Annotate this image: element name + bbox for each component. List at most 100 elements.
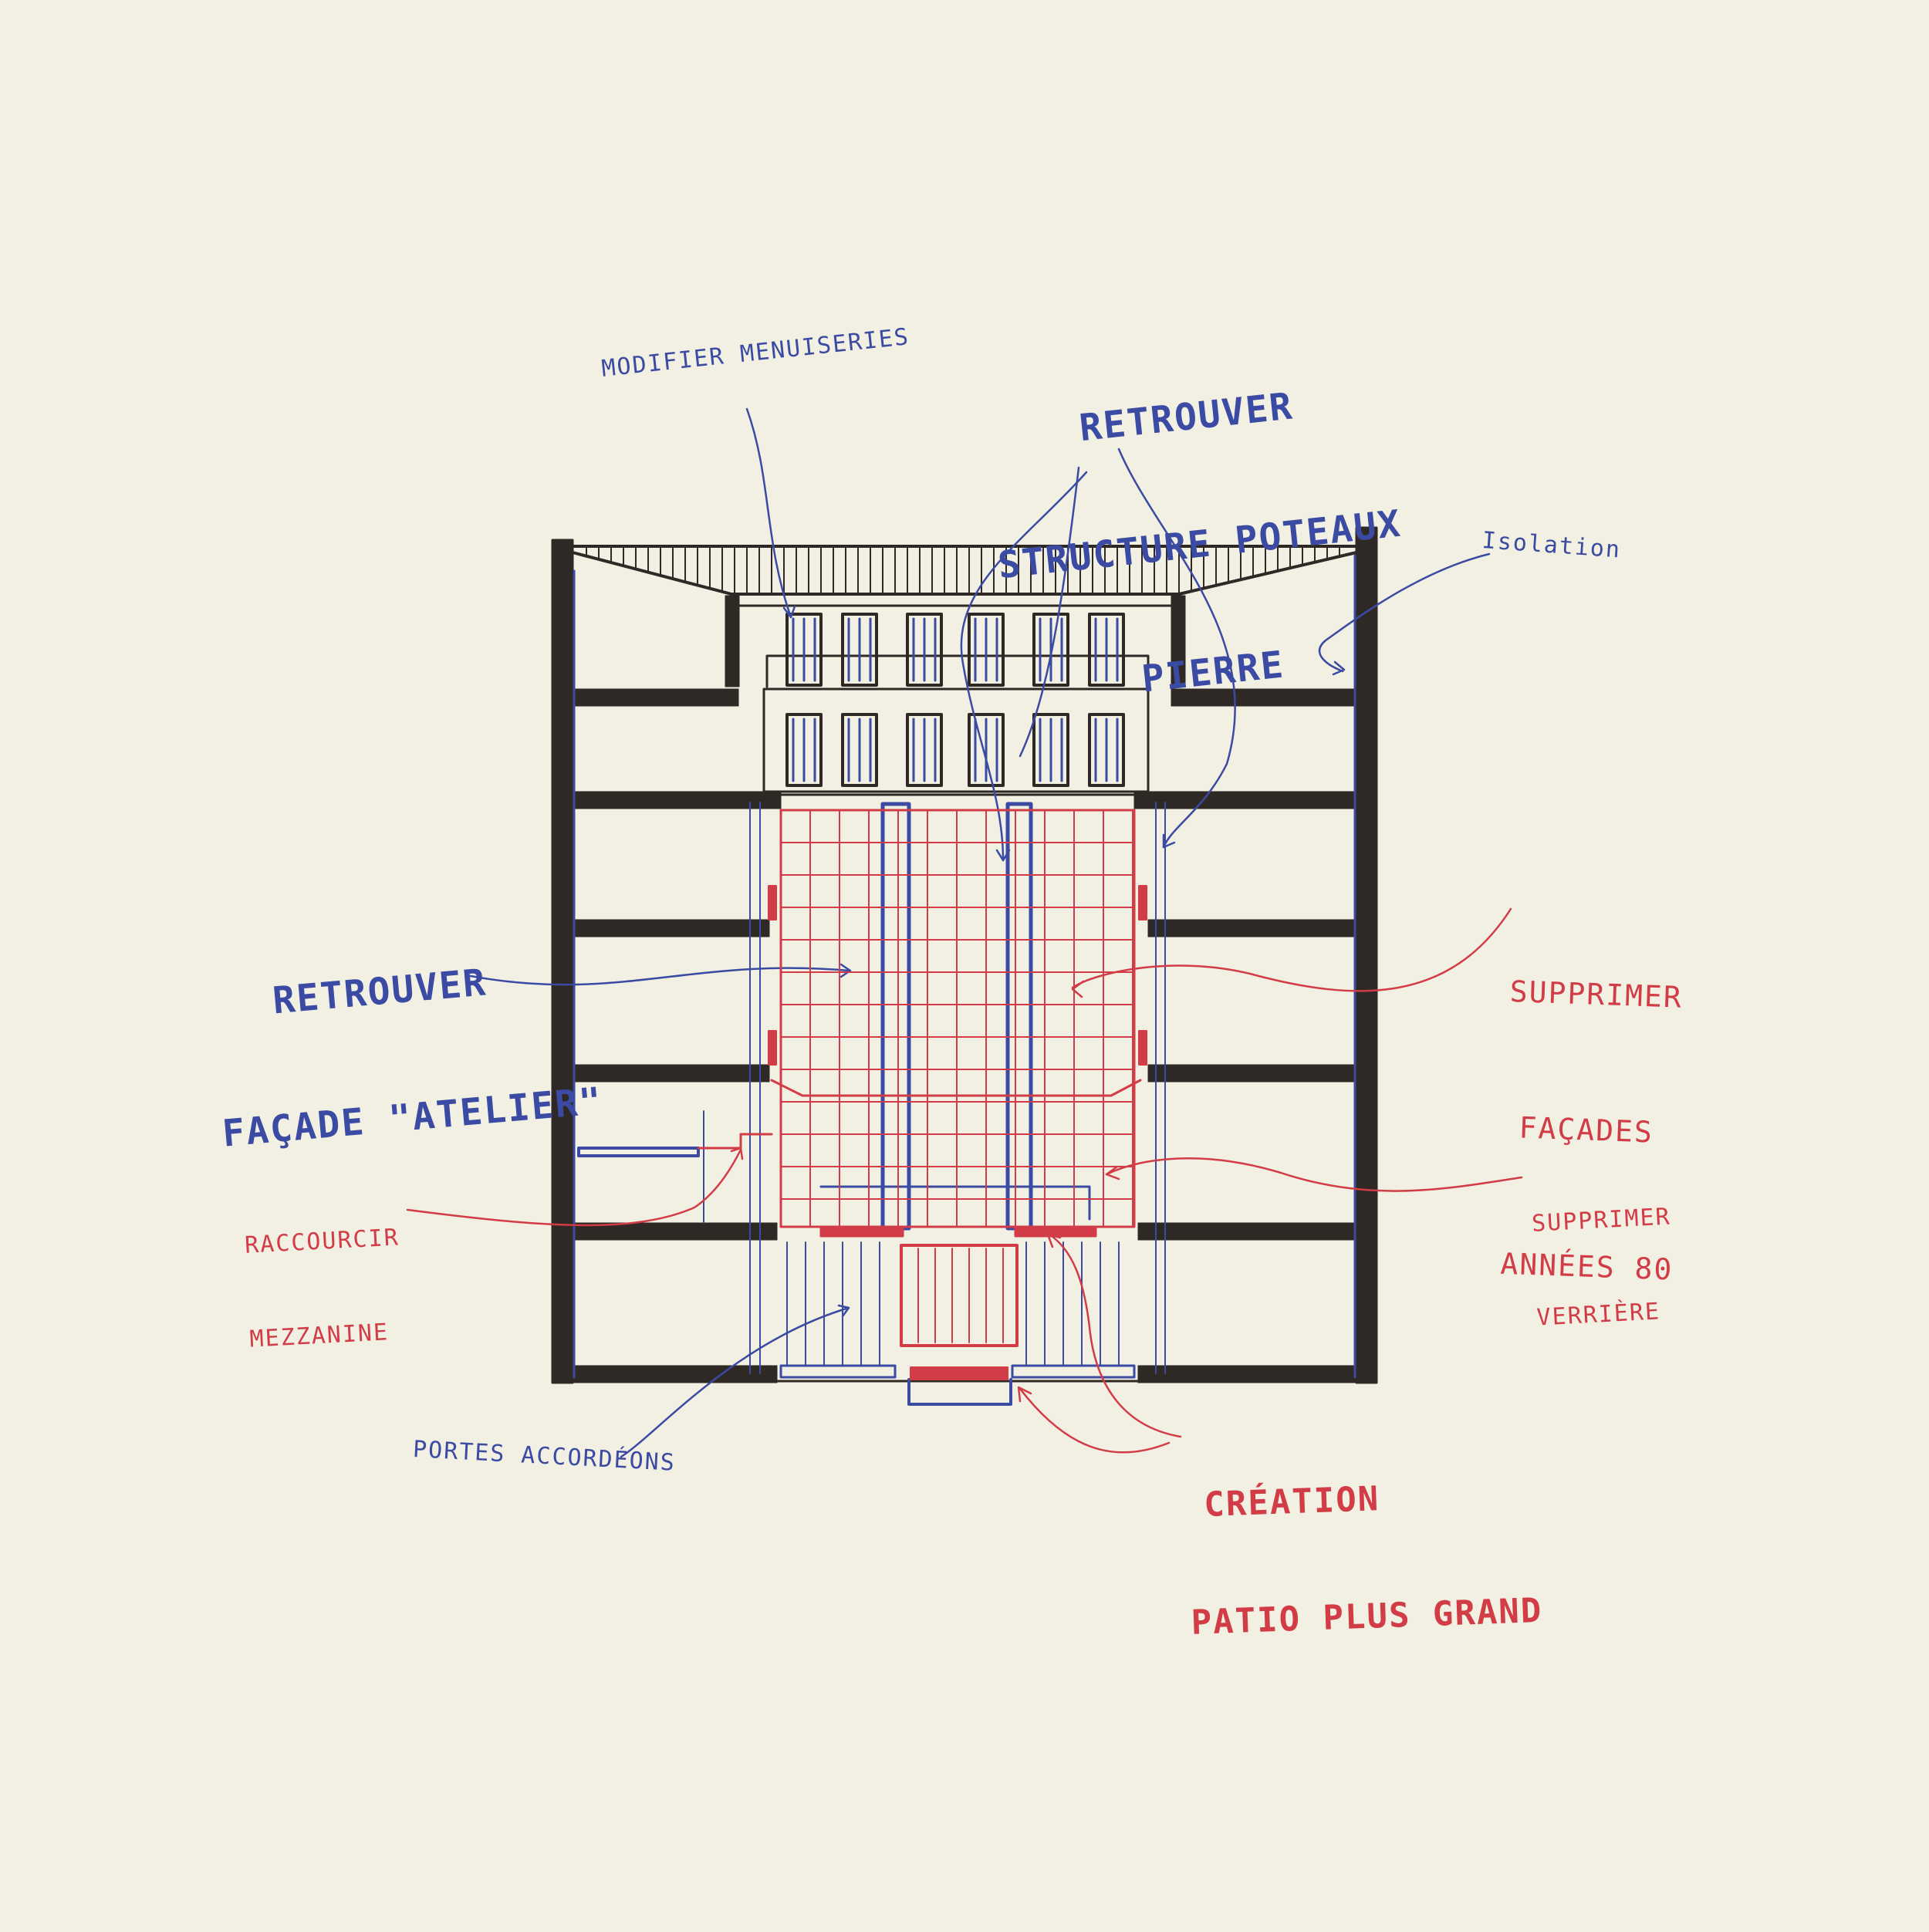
patio-red-slab — [819, 1225, 1097, 1238]
patio-bar-lines — [917, 1248, 1004, 1343]
roof-hatching — [586, 547, 1340, 595]
court-line-left-1 — [749, 802, 761, 1374]
arrow-structure-2-head — [1162, 833, 1176, 849]
window-frame — [906, 613, 943, 687]
dormer-post-right — [1171, 595, 1186, 687]
window-frame — [785, 713, 823, 787]
slab-l5 — [572, 1222, 778, 1241]
red-marker-r1 — [1138, 885, 1147, 920]
window-glazing — [912, 617, 937, 682]
balcony-rail — [765, 654, 1150, 688]
window-frame — [785, 613, 823, 687]
label-retrouver-structure-line2: Structure Poteaux — [995, 502, 1404, 588]
door-panels — [786, 1241, 1120, 1366]
upper-facade-outline — [762, 687, 1150, 793]
red-interventions — [406, 809, 1523, 1454]
stone-post-right — [1005, 802, 1033, 1231]
label-supprimer-facades-line1: Supprimer — [1509, 974, 1684, 1015]
grid-lines — [780, 809, 1135, 1228]
arrow-verriere-head — [1105, 1165, 1120, 1180]
red-marker-l2 — [768, 1030, 777, 1066]
arrow-menuiseries-head — [782, 605, 796, 619]
accordion-doors — [786, 1241, 1120, 1366]
arrow-structure-2 — [1117, 448, 1236, 849]
window-frame — [1088, 713, 1125, 787]
blue-interventions — [469, 407, 1491, 1458]
window-glazing — [1094, 718, 1119, 782]
window-glazing — [974, 718, 998, 782]
glass-canopy-blue — [819, 1185, 1091, 1221]
arrow-patio-2-head — [1017, 1386, 1032, 1403]
label-raccourcir-mezzanine: Raccourcir Mezzanine — [241, 1160, 408, 1418]
window-glazing — [847, 617, 872, 682]
red-marker-l1 — [768, 885, 777, 920]
label-creation-patio-line1: Création — [1203, 1479, 1381, 1525]
arrow-structure-3 — [1019, 466, 1080, 758]
arrow-patio-2 — [1019, 1387, 1171, 1454]
label-retrouver-facade-line2: Façade "Atelier" — [220, 1079, 605, 1156]
arrow-mezzanine-head — [730, 1147, 744, 1160]
window-frame — [841, 713, 878, 787]
roof-slope-left — [571, 551, 733, 596]
label-creation-patio-line2: Patio plus grand — [1190, 1590, 1544, 1643]
arrow-mezzanine — [406, 1148, 742, 1227]
window-frame — [968, 713, 1005, 787]
mezzanine-slab — [577, 1147, 700, 1157]
arrow-supprimer-facades — [1071, 907, 1512, 992]
label-supprimer-verriere-line2: Verrière — [1535, 1297, 1661, 1332]
mezzanine-red-end — [697, 1133, 773, 1150]
window-frame — [906, 713, 943, 787]
window-glazing — [1039, 617, 1063, 682]
window-frame — [1088, 613, 1125, 687]
label-supprimer-verriere-line1: Supprimer — [1531, 1203, 1672, 1238]
upper-windows — [785, 713, 1125, 787]
window-glazing — [1094, 617, 1119, 682]
window-glazing — [792, 718, 816, 782]
slab-r2 — [1133, 791, 1357, 809]
arrow-supprimer-facades-head — [1071, 980, 1085, 998]
slab-r6 — [1137, 1365, 1357, 1383]
label-retrouver-structure: Retrouver Structure Poteaux Pierre — [974, 291, 1426, 799]
label-retrouver-structure-line1: Retrouver — [1077, 384, 1296, 451]
slab-r4 — [1147, 1064, 1357, 1083]
label-raccourcir-mezzanine-line2: Mezzanine — [248, 1318, 390, 1353]
court-line-right-1 — [1155, 802, 1166, 1374]
arrow-atelier — [469, 967, 850, 986]
window-glazing — [1039, 718, 1063, 782]
arrow-verriere — [1105, 1157, 1523, 1192]
window-frame — [968, 613, 1005, 687]
window-glazing — [912, 718, 937, 782]
window-glazing — [847, 718, 872, 782]
dormer-post-left — [725, 595, 740, 687]
label-creation-patio: Création Patio plus grand — [1184, 1397, 1546, 1721]
label-retrouver-structure-line3: Pierre — [1140, 642, 1287, 701]
patio-step — [907, 1378, 1012, 1406]
patio-frame — [900, 1244, 1019, 1347]
verriere-outline — [770, 1079, 1142, 1097]
building-structure — [551, 526, 1378, 1384]
red-marker-r2 — [1138, 1030, 1147, 1066]
arrow-isolation-head — [1332, 660, 1346, 676]
arrow-structure-1-head — [995, 849, 1011, 862]
window-glazing — [792, 617, 816, 682]
eighties-facade-grid — [779, 809, 1136, 1228]
slab-r5 — [1137, 1222, 1357, 1241]
window-frame — [1032, 713, 1069, 787]
patio-floor — [910, 1366, 1008, 1380]
attic-windows — [785, 613, 1125, 687]
arrow-portes — [620, 1306, 850, 1458]
window-frame — [1032, 613, 1069, 687]
window-frame — [841, 613, 878, 687]
label-supprimer-verriere: Supprimer Verrière — [1528, 1140, 1680, 1397]
slab-l2 — [572, 791, 782, 809]
window-glazing — [974, 617, 998, 682]
slab-r3 — [1147, 919, 1357, 937]
left-wall — [551, 539, 574, 1384]
arrow-atelier-head — [840, 963, 852, 978]
right-wall — [1355, 526, 1378, 1384]
ground-slab-blue — [779, 1364, 1136, 1379]
arrow-portes-head — [837, 1304, 850, 1318]
arrow-patio-1 — [1048, 1233, 1182, 1438]
